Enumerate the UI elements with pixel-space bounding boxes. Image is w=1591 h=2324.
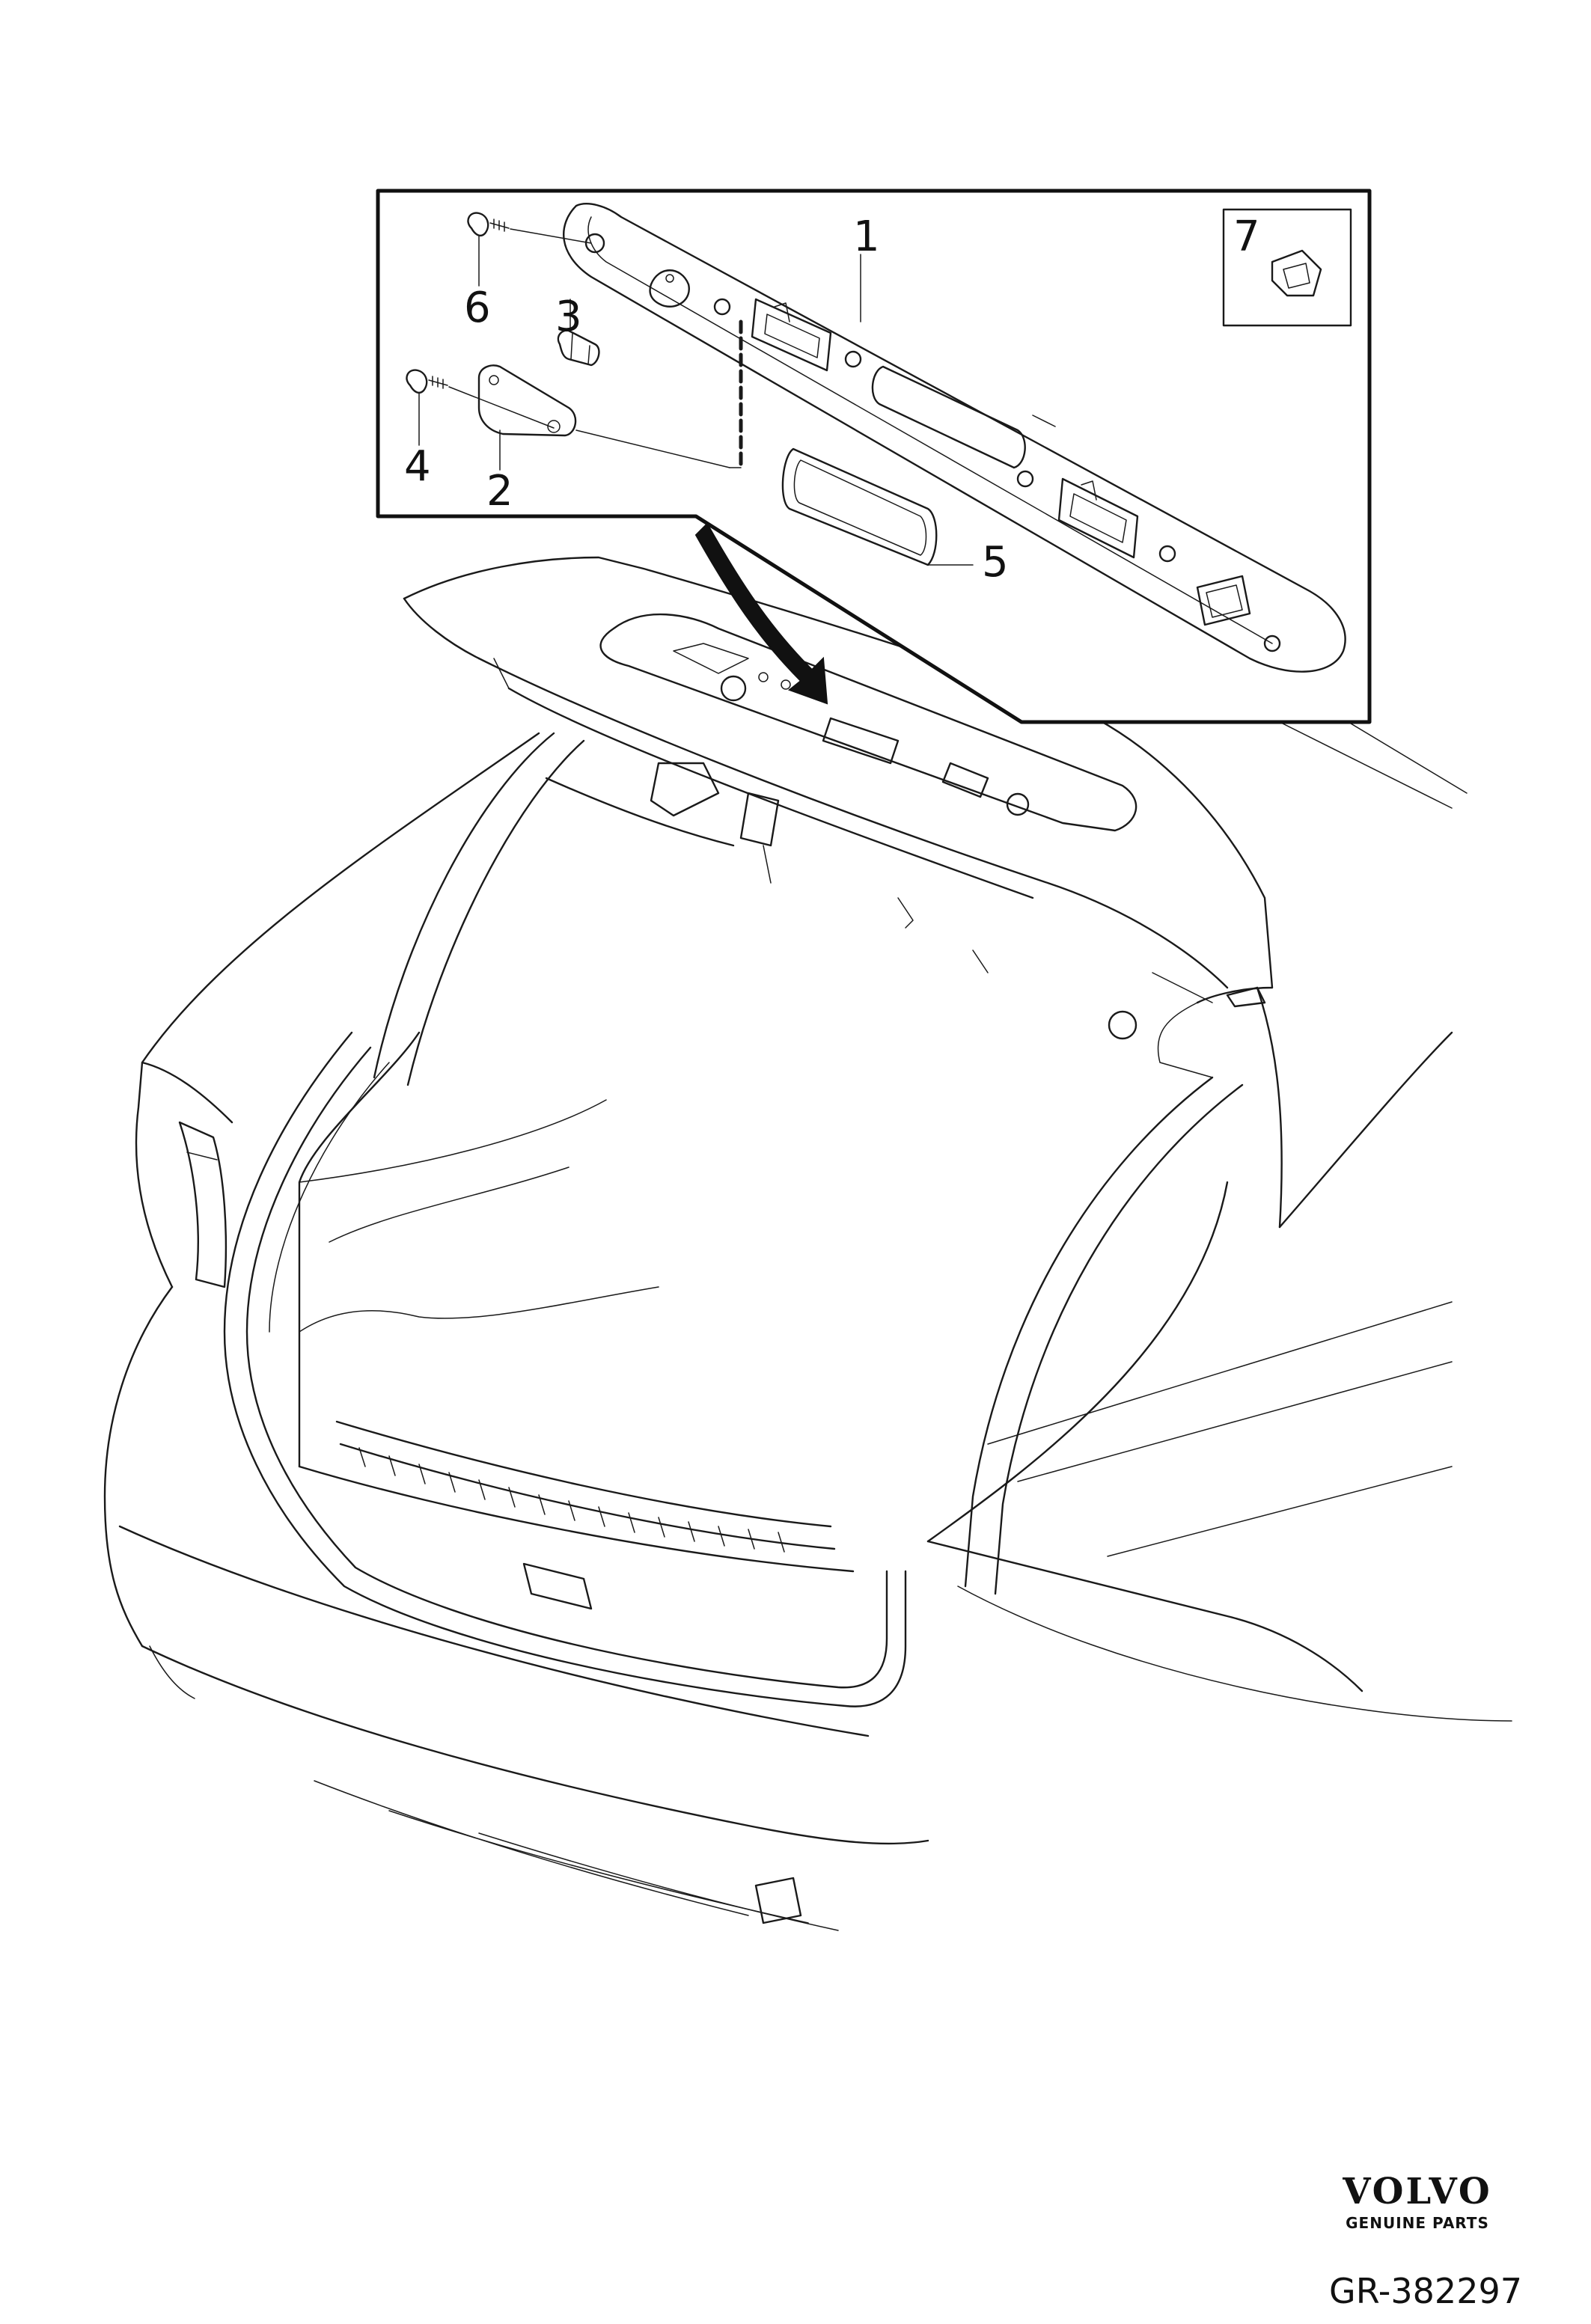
callout-1: 1 [853, 212, 880, 261]
callout-2: 2 [486, 467, 513, 516]
bulb [557, 329, 600, 367]
part-7-box [1222, 208, 1352, 327]
callout-5: 5 [982, 538, 1009, 587]
callout-3: 3 [555, 293, 582, 341]
callout-4: 4 [404, 442, 431, 491]
volvo-genuine-parts-logo: VOLVO GENUINE PARTS [1313, 2174, 1522, 2232]
callout-6: 6 [464, 284, 491, 332]
trim-panel [563, 203, 1346, 673]
drawing-number: GR-382297 [1329, 2271, 1522, 2311]
callout-7: 7 [1233, 212, 1260, 261]
logo-subtext: GENUINE PARTS [1346, 2214, 1489, 2232]
car-body-illustration [103, 703, 1512, 1931]
screw-4 [406, 369, 428, 394]
cover-plate [477, 364, 577, 437]
screw-6 [467, 212, 489, 236]
trunk-lid-illustration [403, 556, 1274, 1078]
callout-labels: 1 2 3 4 5 6 7 [404, 212, 1260, 587]
location-arrow [694, 522, 828, 705]
inset-detail [376, 189, 1372, 724]
logo-text: VOLVO [1343, 2171, 1492, 2213]
